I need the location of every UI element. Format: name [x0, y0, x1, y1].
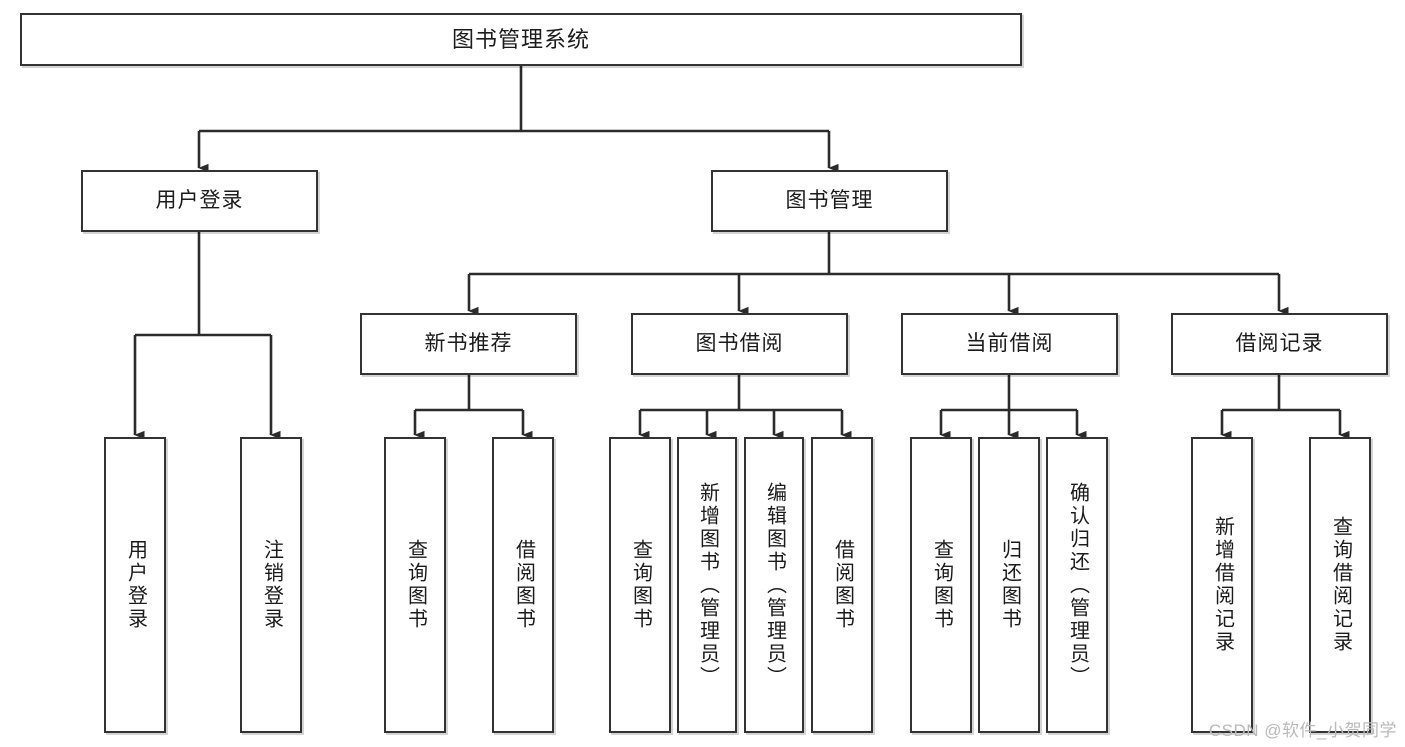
node-new-book-recommend[interactable]: 新书推荐 — [360, 313, 577, 375]
leaf-record-add-borrow-record[interactable]: 新增借阅记录 — [1191, 437, 1253, 733]
node-root-book-management-system[interactable]: 图书管理系统 — [20, 13, 1022, 66]
leaf-borrow-borrow-book[interactable]: 借阅图书 — [811, 437, 873, 733]
node-label: 查询图书 — [930, 539, 953, 631]
node-label: 查询借阅记录 — [1329, 516, 1352, 654]
leaf-borrow-add-book-admin[interactable]: 新增图书（管理员） — [677, 437, 737, 733]
node-label: 用户登录 — [124, 539, 147, 631]
node-label: 用户登录 — [155, 188, 244, 212]
node-label: 借阅记录 — [1235, 331, 1324, 355]
node-book-borrow[interactable]: 图书借阅 — [631, 313, 848, 375]
node-label: 借阅图书 — [512, 539, 535, 631]
node-label: 编辑图书（管理员） — [763, 481, 786, 689]
leaf-current-return-book[interactable]: 归还图书 — [978, 437, 1040, 733]
node-label: 确认归还（管理员） — [1066, 481, 1089, 689]
node-label: 借阅图书 — [831, 539, 854, 631]
leaf-borrow-edit-book-admin[interactable]: 编辑图书（管理员） — [744, 437, 804, 733]
node-label: 注销登录 — [260, 539, 283, 631]
node-label: 新增借阅记录 — [1211, 516, 1234, 654]
node-label: 查询图书 — [629, 539, 652, 631]
node-label: 图书管理 — [785, 188, 874, 212]
leaf-new-book-borrow-book[interactable]: 借阅图书 — [492, 437, 554, 733]
csdn-watermark: CSDN @软件_小贺同学 — [1208, 721, 1397, 740]
node-current-borrow[interactable]: 当前借阅 — [901, 313, 1118, 375]
leaf-user-login[interactable]: 用户登录 — [104, 437, 166, 733]
node-label: 当前借阅 — [965, 331, 1054, 355]
leaf-record-query-borrow-record[interactable]: 查询借阅记录 — [1309, 437, 1371, 733]
node-borrow-record[interactable]: 借阅记录 — [1171, 313, 1388, 375]
leaf-current-query-book[interactable]: 查询图书 — [910, 437, 972, 733]
leaf-new-book-query-book[interactable]: 查询图书 — [384, 437, 446, 733]
node-label: 图书借阅 — [695, 331, 784, 355]
node-label: 新书推荐 — [424, 331, 513, 355]
node-label: 新增图书（管理员） — [696, 481, 719, 689]
node-label: 归还图书 — [998, 539, 1021, 631]
leaf-logout[interactable]: 注销登录 — [240, 437, 302, 733]
node-user-login[interactable]: 用户登录 — [81, 170, 318, 232]
node-label: 查询图书 — [404, 539, 427, 631]
leaf-borrow-query-book[interactable]: 查询图书 — [609, 437, 671, 733]
leaf-current-confirm-return-admin[interactable]: 确认归还（管理员） — [1046, 437, 1108, 733]
node-book-management[interactable]: 图书管理 — [711, 170, 948, 232]
node-label: 图书管理系统 — [451, 26, 590, 52]
